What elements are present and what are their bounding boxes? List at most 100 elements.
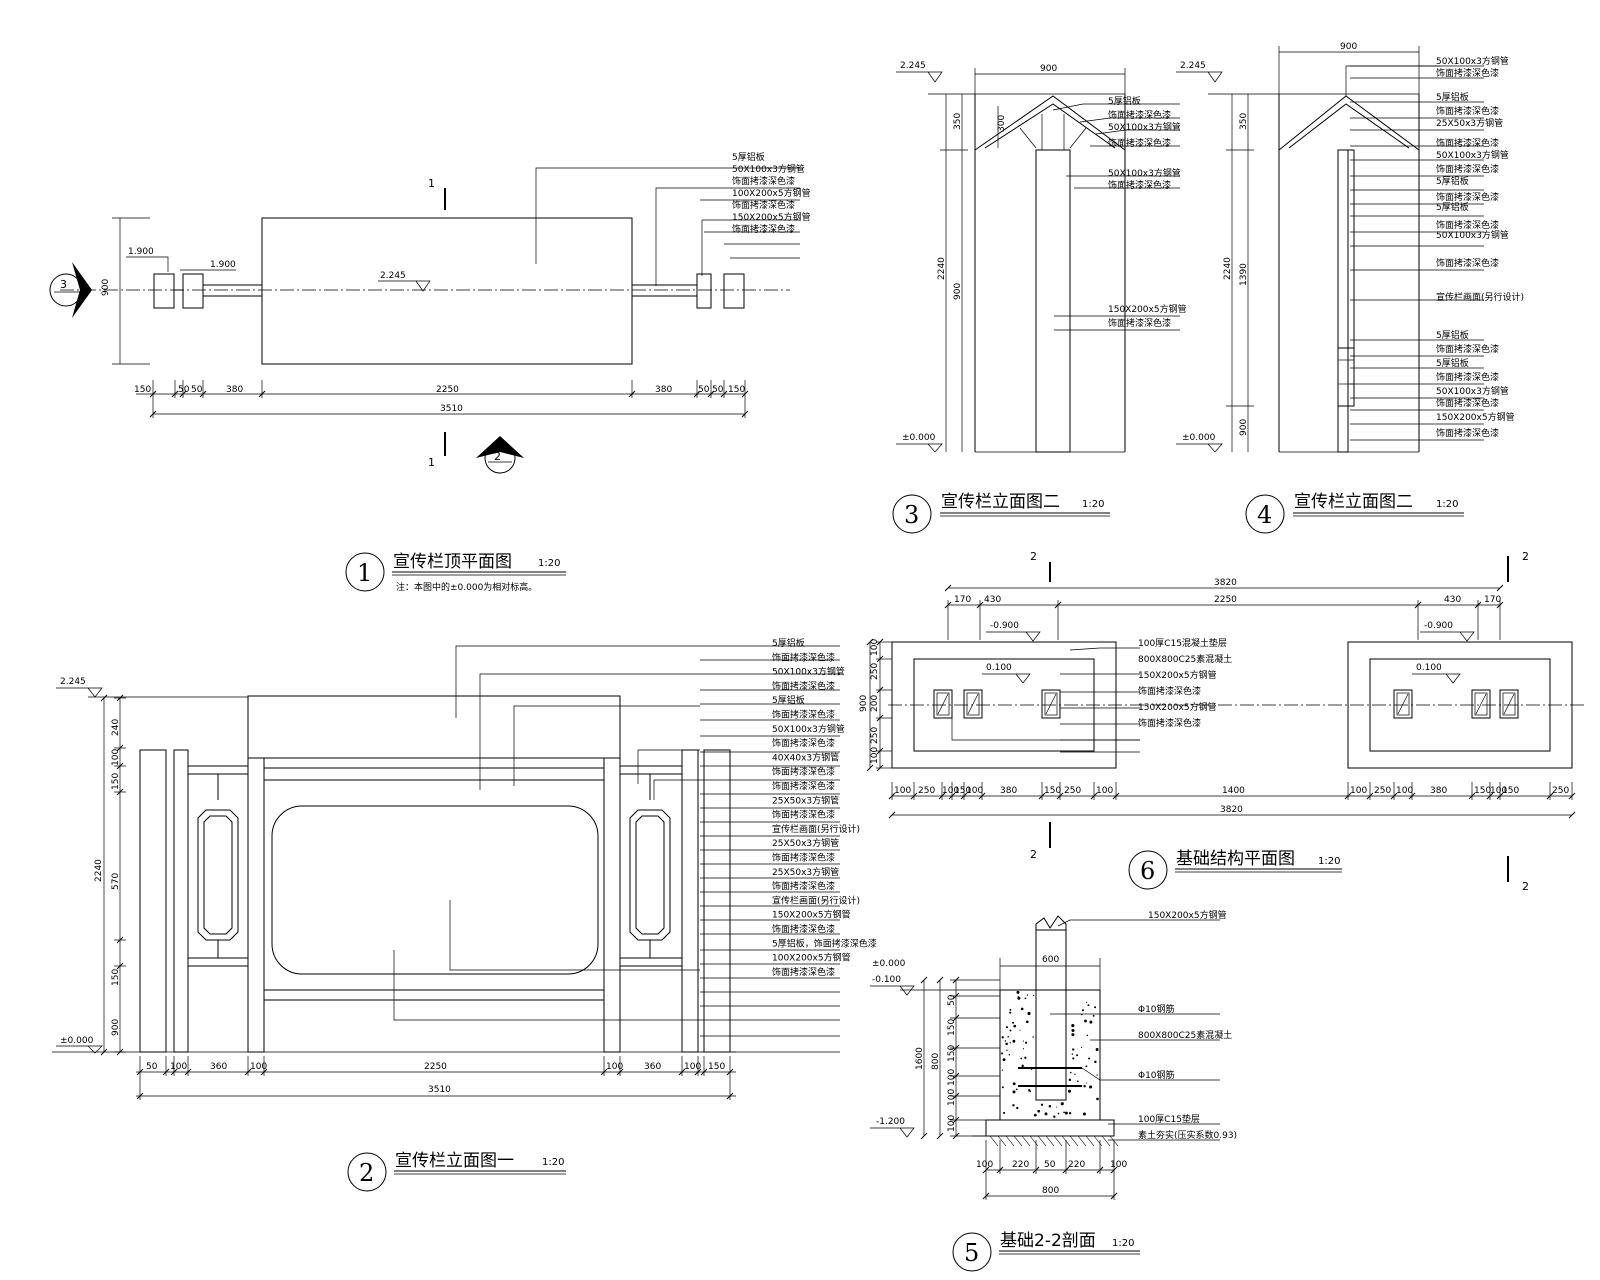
v4-vdim-1: 350	[1239, 113, 1249, 130]
v6-dim-bottom-1: 100	[894, 786, 911, 796]
post-plan-inner	[1474, 692, 1488, 716]
v4-label-20: 50X100x3方钢管	[1436, 385, 1509, 397]
leader-line	[449, 900, 700, 971]
v4-label-13: 50X100x3方钢管	[1436, 229, 1509, 241]
concrete-aggregate	[1072, 1048, 1075, 1051]
concrete-aggregate	[1084, 1019, 1087, 1023]
v6-label-4: 饰面拷漆深色漆	[1138, 685, 1201, 697]
concrete-aggregate	[1057, 1112, 1060, 1115]
v2-vdim-total: 2240	[94, 859, 104, 882]
concrete-aggregate	[1012, 1021, 1015, 1024]
v4-label-3: 5厚铝板	[1436, 91, 1469, 103]
concrete-aggregate	[1037, 1109, 1041, 1113]
post-plan-inner	[966, 692, 980, 716]
v6-elev-c: -0.900	[1424, 621, 1453, 631]
post-plan	[963, 689, 983, 719]
v4-label-14: 饰面拷漆深色漆	[1436, 257, 1499, 269]
v5-vdim-5: 100	[947, 1089, 957, 1106]
v4-label-17: 饰面拷漆深色漆	[1436, 343, 1499, 355]
post-plan-diagonal	[1503, 693, 1515, 715]
v1-label-4: 100X200x5方钢管	[732, 187, 811, 199]
concrete-aggregate	[1071, 1033, 1075, 1037]
v2-label-15: 25X50x3方钢管	[772, 837, 839, 849]
v6-dim-bottom-3: 100	[942, 786, 959, 796]
v6-dim-left-3: 200	[870, 695, 880, 712]
v2-label-1: 5厚铝板	[772, 637, 805, 649]
concrete-aggregate	[1071, 1024, 1075, 1028]
v2-elev-bottom: ±0.000	[60, 1036, 94, 1046]
soil-hatch	[1101, 1135, 1111, 1147]
concrete-aggregate	[1044, 1112, 1048, 1116]
v1-dim-6: 380	[655, 385, 672, 395]
concrete-aggregate	[1024, 1056, 1027, 1059]
v3-label-1: 5厚铝板	[1108, 95, 1141, 107]
v4-number: 4	[1257, 501, 1272, 529]
v4-label-22: 150X200x5方钢管	[1436, 411, 1515, 423]
concrete-aggregate	[1087, 1004, 1090, 1007]
v3-vdim-2: 900	[953, 283, 963, 300]
v1-number: 1	[357, 559, 372, 587]
v2-label-18: 饰面拷漆深色漆	[772, 880, 835, 892]
concrete-aggregate	[1089, 1020, 1093, 1024]
concrete-aggregate	[1086, 1034, 1089, 1037]
view-2-elevation-one: 240 100 150 570 150 900 2240 2.245 ±0.00…	[52, 637, 877, 1192]
v2-vdim-2: 100	[111, 749, 121, 766]
v6-dim-left-2: 250	[870, 663, 880, 680]
post-plan-inner	[936, 692, 950, 716]
v4-label-19: 饰面拷漆深色漆	[1436, 371, 1499, 383]
soil-hatch	[1093, 1135, 1103, 1147]
concrete-aggregate	[1008, 1054, 1011, 1056]
v1-dim-1: 150	[134, 385, 151, 395]
v2-dim-1: 50	[146, 1062, 158, 1072]
v5-number: 5	[964, 1239, 979, 1267]
v3-vdim-1: 350	[953, 113, 963, 130]
v4-label-15: 宣传栏画面(另行设计)	[1436, 291, 1524, 303]
v3-dim-small: 300	[997, 115, 1007, 132]
v6-label-1: 100厚C15混凝土垫层	[1138, 637, 1227, 649]
leader-line	[393, 950, 700, 1021]
v2-label-7: 50X100x3方钢管	[772, 723, 845, 735]
concrete-aggregate	[1007, 1036, 1009, 1038]
concrete-aggregate	[1063, 1111, 1065, 1114]
soil-hatch	[1053, 1135, 1063, 1147]
v4-label-8: 饰面拷漆深色漆	[1436, 163, 1499, 175]
v6-label-6: 饰面拷漆深色漆	[1138, 717, 1201, 729]
v2-label-4: 饰面拷漆深色漆	[772, 680, 835, 692]
v3-label-5: 50X100x3方钢管	[1108, 167, 1181, 179]
v1-elev-main: 2.245	[380, 271, 406, 281]
concrete-aggregate	[1003, 1058, 1006, 1061]
concrete-aggregate	[1022, 1040, 1024, 1042]
concrete-aggregate	[1009, 1042, 1011, 1044]
concrete-aggregate	[1085, 1065, 1088, 1068]
v3-label-3: 50X100x3方钢管	[1108, 121, 1181, 133]
v1-section-top: 1	[428, 177, 435, 190]
post-plan-diagonal	[1397, 693, 1409, 715]
v5-bdim-total: 800	[1042, 1186, 1059, 1196]
v1-label-6: 150X200x5方钢管	[732, 211, 811, 223]
v2-vdim-5: 150	[111, 969, 121, 986]
concrete-aggregate	[1024, 997, 1027, 1000]
concrete-aggregate	[1025, 1041, 1028, 1044]
v3-elev-top: 2.245	[900, 61, 926, 71]
post-plan-diagonal	[937, 693, 949, 715]
concrete-aggregate	[1053, 1115, 1056, 1118]
dim-tick	[866, 764, 874, 772]
dim-tick	[100, 694, 108, 702]
concrete-aggregate	[1003, 1111, 1006, 1114]
view-3-elevation-two: 900 2240 350 900 300 2.245 ±0.000 5厚铝板饰面…	[892, 61, 1187, 534]
concrete-aggregate	[1016, 1106, 1019, 1110]
concrete-aggregate	[1032, 1036, 1034, 1038]
v1-marker-3: 3	[60, 278, 67, 291]
dim-tick	[866, 638, 874, 646]
v5-title: 基础2-2剖面	[1000, 1231, 1096, 1251]
v2-label-10: 饰面拷漆深色漆	[772, 766, 835, 778]
v5-label-5: 100厚C15垫层	[1138, 1113, 1200, 1125]
v1-dim-9: 150	[728, 385, 745, 395]
concrete-aggregate	[1077, 1080, 1079, 1082]
v1-title: 宣传栏顶平面图	[393, 552, 512, 572]
v6-number: 6	[1140, 857, 1155, 885]
concrete-aggregate	[1017, 996, 1021, 1000]
v1-dim-4: 380	[226, 385, 243, 395]
v6-dim-left-total: 900	[859, 695, 869, 712]
